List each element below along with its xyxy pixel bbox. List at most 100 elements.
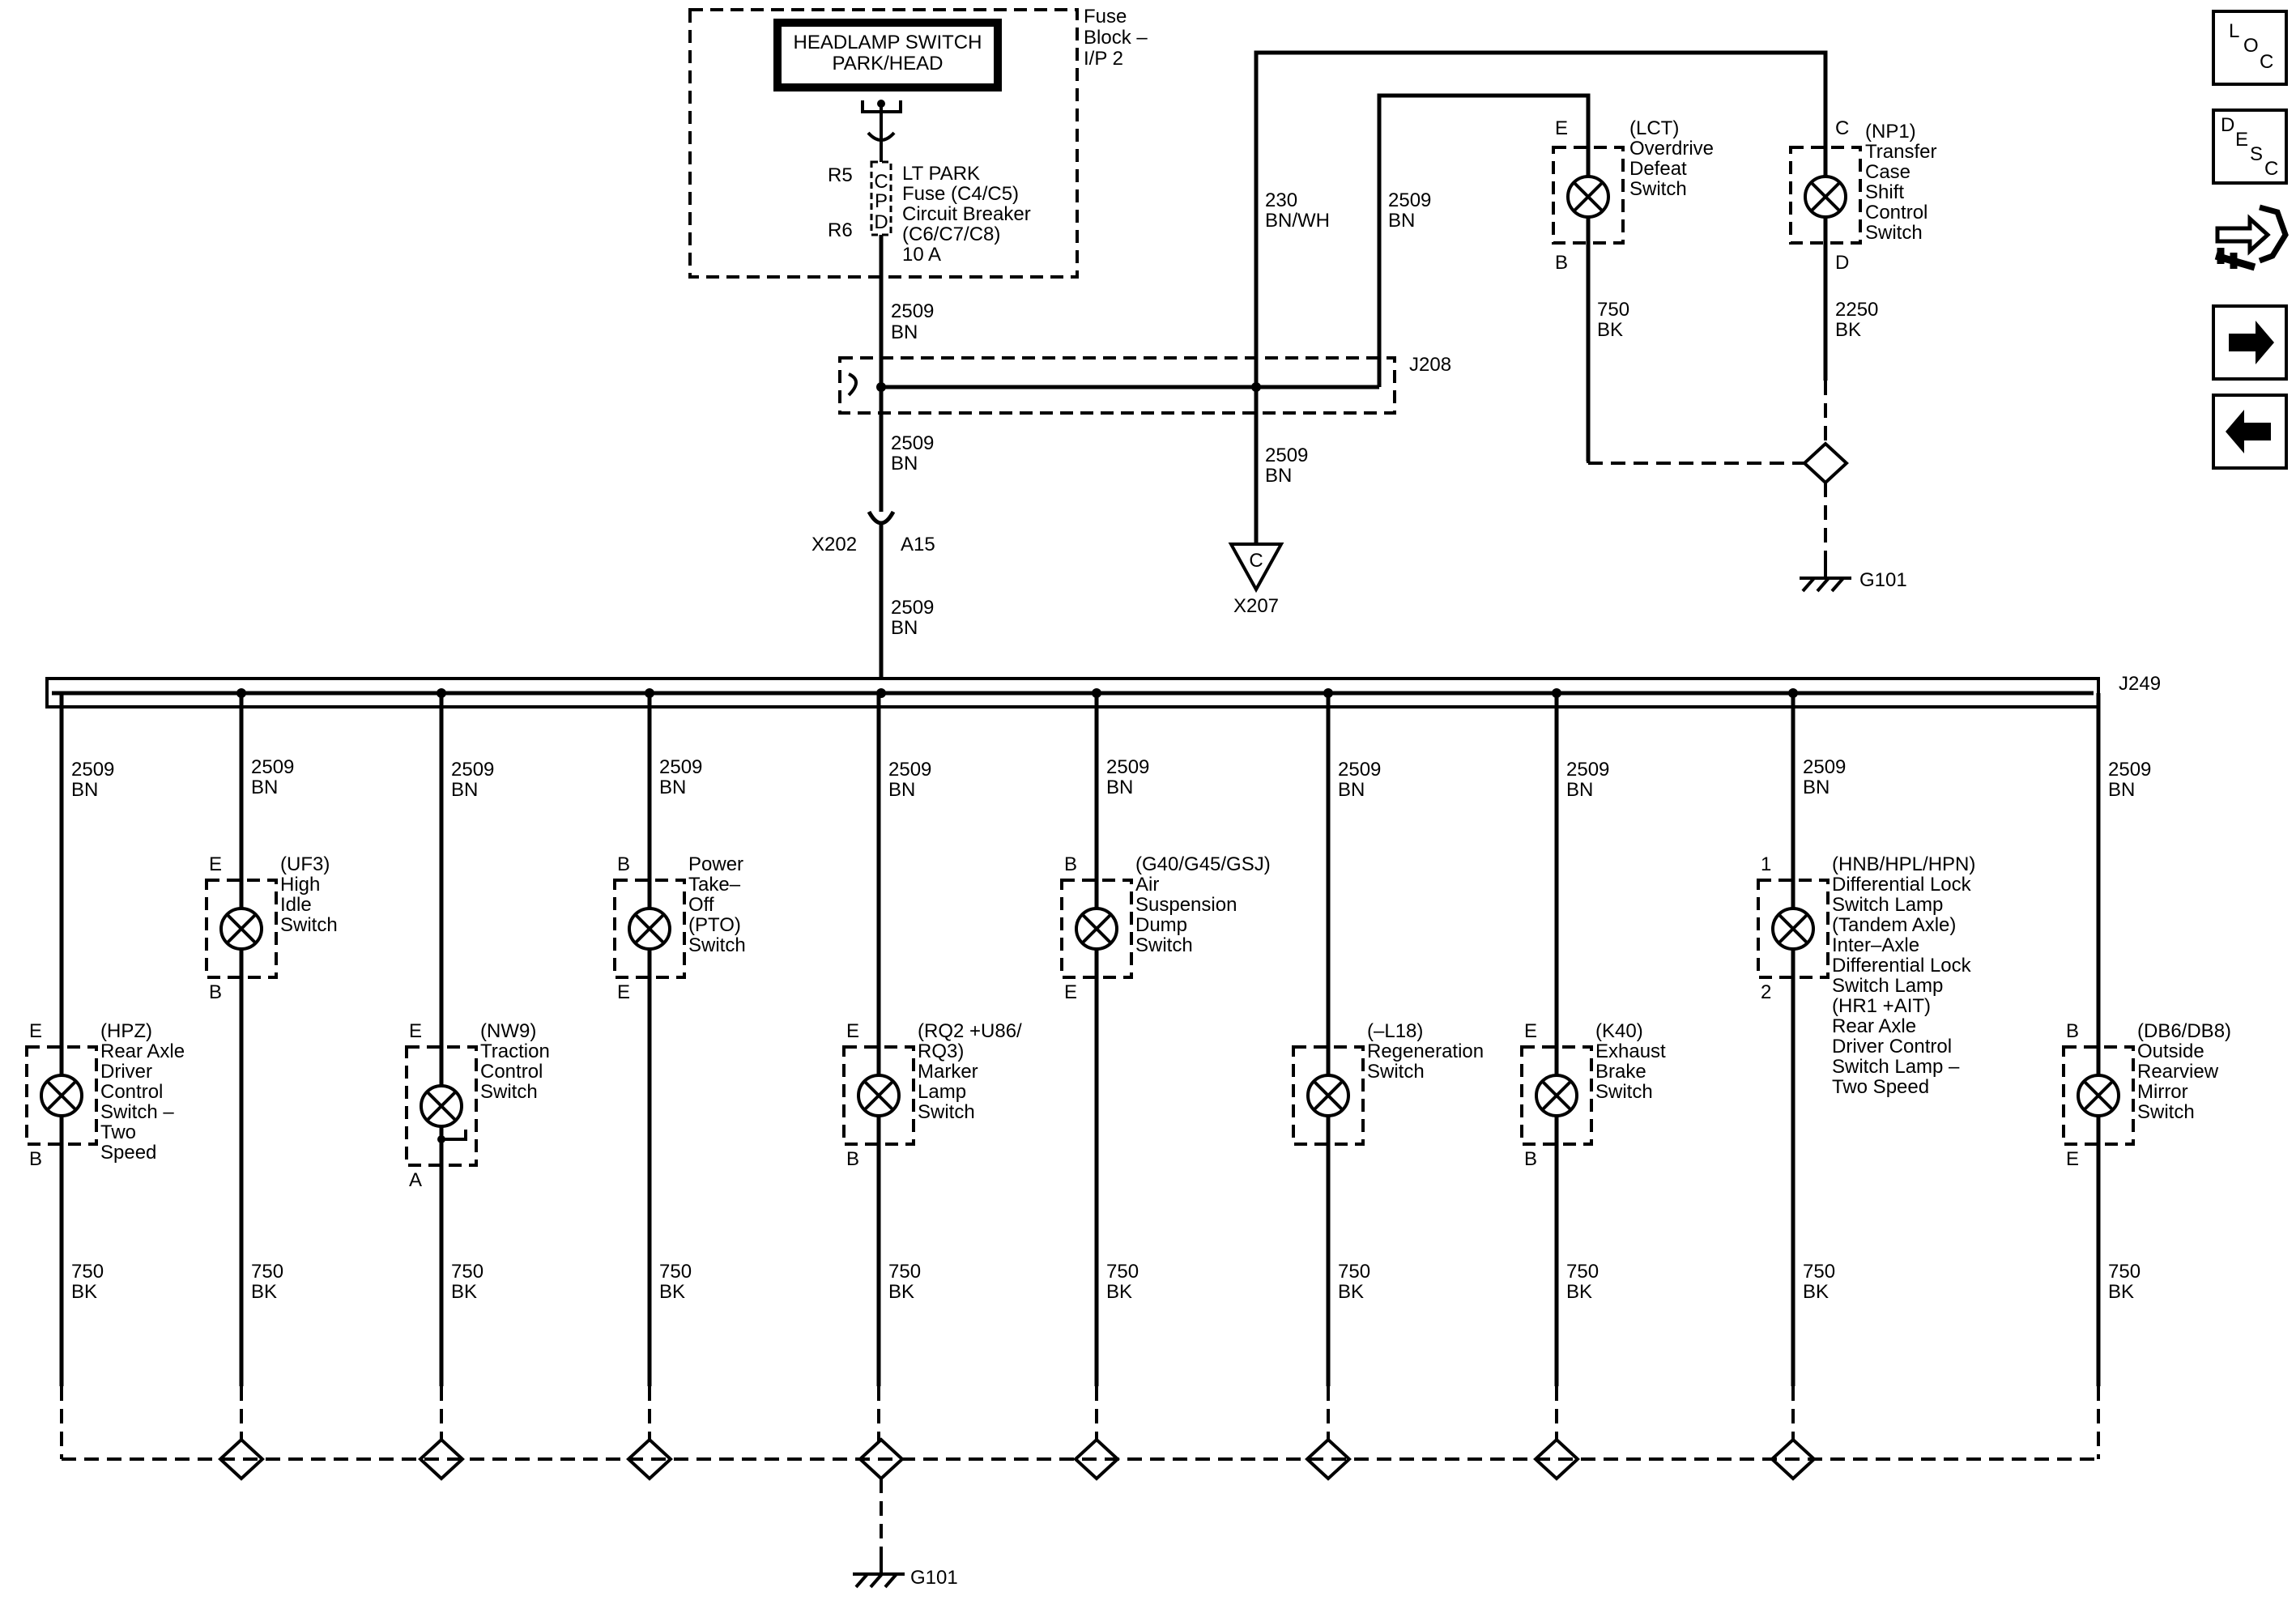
lct-wire-label: 750	[1597, 299, 1629, 321]
wire-2509-label-3b: BN	[891, 617, 918, 639]
db6-label-4: Mirror	[2137, 1081, 2188, 1103]
nw9-wire-top-2: BN	[451, 779, 478, 801]
pto-label-2: Take–	[688, 874, 741, 896]
nw9-wire-bottom-1: 750	[451, 1261, 483, 1283]
fuse-desc-1: LT PARK	[902, 163, 980, 185]
hpz-label-3: Driver	[100, 1061, 152, 1083]
wire-2509-label-1: 2509	[891, 300, 934, 322]
pto-wire-bottom-1: 750	[659, 1261, 692, 1283]
l18-wire-top-2: BN	[1338, 779, 1365, 801]
hpz-pin-top: E	[29, 1020, 42, 1042]
arrow-left-icon[interactable]	[2212, 394, 2288, 470]
g40-wire-bottom-2: BK	[1106, 1281, 1132, 1303]
ground-junction-1	[218, 1437, 265, 1481]
np1-label-3: Case	[1865, 161, 1910, 183]
g40-pin-bottom: E	[1064, 981, 1077, 1003]
headlamp-switch-label-2: PARK/HEAD	[833, 53, 944, 74]
hpz-wire-top-1: 2509	[71, 759, 114, 781]
db6-label-5: Switch	[2137, 1101, 2195, 1123]
ground-junction-2	[418, 1437, 465, 1481]
l18-wire-bottom-2: BK	[1338, 1281, 1364, 1303]
arrow-right-icon[interactable]	[2212, 304, 2288, 381]
lct-pin-top: E	[1555, 117, 1568, 139]
wire-2509-label-2b: BN	[891, 453, 918, 474]
rq2-label-1: (RQ2 +U86/	[918, 1020, 1022, 1042]
splice-j249: J249	[45, 673, 2161, 709]
fuse-pin-r6: R6	[828, 219, 853, 241]
wire-2509-x207-label-b: BN	[1265, 465, 1292, 487]
hnb-pin-top: 1	[1761, 853, 1771, 875]
hnb-label-6: Differential Lock	[1832, 955, 1972, 977]
uf3-wire-bottom-2: BK	[251, 1281, 277, 1303]
l18-wire-bottom-1: 750	[1338, 1261, 1370, 1283]
rq2-wire-bottom-2: BK	[888, 1281, 914, 1303]
fuse-pin-d: D	[874, 211, 888, 233]
hnb-wire-top-2: BN	[1803, 777, 1830, 798]
ground-junction-6	[1305, 1437, 1352, 1481]
g40-label-5: Switch	[1135, 934, 1193, 956]
rq2-pin-bottom: B	[846, 1148, 859, 1170]
db6-wire-top-2: BN	[2108, 779, 2135, 801]
hpz-label-2: Rear Axle	[100, 1040, 185, 1062]
pto-wire-top-1: 2509	[659, 756, 702, 778]
db6-pin-bottom: E	[2066, 1148, 2079, 1170]
db6-label-3: Rearview	[2137, 1061, 2219, 1083]
wire-2509-label-2: 2509	[891, 432, 934, 454]
headlamp-switch-label-1: HEADLAMP SWITCH	[794, 32, 982, 53]
fuse-block-label-2: Block –	[1084, 27, 1148, 49]
nav-loc-button[interactable]: L O C	[2212, 10, 2288, 86]
nav-loc-c: C	[2260, 51, 2273, 73]
connector-x202-label: X202	[811, 534, 857, 555]
g40-wire-bottom-1: 750	[1106, 1261, 1139, 1283]
splice-j208-label: J208	[1409, 354, 1451, 376]
uf3-pin-top: E	[209, 853, 222, 875]
connector-x207-pin: C	[1249, 550, 1263, 572]
np1-label-5: Control	[1865, 202, 1928, 223]
uf3-pin-bottom: B	[209, 981, 222, 1003]
k40-label-4: Switch	[1595, 1081, 1653, 1103]
k40-label-1: (K40)	[1595, 1020, 1643, 1042]
lct-label-3: Defeat	[1629, 158, 1687, 180]
hpz-label-5: Switch –	[100, 1101, 174, 1123]
g40-wire-top-1: 2509	[1106, 756, 1149, 778]
k40-pin-top: E	[1524, 1020, 1537, 1042]
splice-j249-label: J249	[2119, 673, 2161, 695]
hnb-label-12: Two Speed	[1832, 1076, 1929, 1098]
db6-label-1: (DB6/DB8)	[2137, 1020, 2231, 1042]
nav-loc-o: O	[2243, 35, 2259, 57]
nw9-label-2: Traction	[480, 1040, 550, 1062]
g40-label-4: Dump	[1135, 914, 1187, 936]
lct-label-2: Overdrive	[1629, 138, 1714, 160]
rq2-label-2: RQ3)	[918, 1040, 964, 1062]
k40-wire-top-1: 2509	[1566, 759, 1609, 781]
np1-label-1: (NP1)	[1865, 121, 1916, 143]
hnb-label-1: (HNB/HPL/HPN)	[1832, 853, 1975, 875]
connector-repair-icon[interactable]	[2214, 204, 2289, 271]
rq2-wire-bottom-1: 750	[888, 1261, 921, 1283]
nw9-label-4: Switch	[480, 1081, 538, 1103]
top-switch-lct: E B (LCT) Overdrive Defeat Switch 750 BK	[1552, 117, 1804, 465]
wire-2509-label-3: 2509	[891, 597, 934, 619]
k40-wire-top-2: BN	[1566, 779, 1593, 801]
pto-wire-bottom-2: BK	[659, 1281, 685, 1303]
bus-switch-g40: 2509BNBE(G40/G45/GSJ)AirSuspensionDumpSw…	[1060, 688, 1271, 1459]
uf3-label-2: High	[280, 874, 320, 896]
nav-desc-s: S	[2250, 143, 2263, 165]
uf3-wire-top-1: 2509	[251, 756, 294, 778]
pto-label-3: Off	[688, 894, 714, 916]
nav-desc-c: C	[2264, 158, 2278, 180]
rq2-label-4: Lamp	[918, 1081, 966, 1103]
l18-label-3: Switch	[1367, 1061, 1425, 1083]
k40-pin-bottom: B	[1524, 1148, 1537, 1170]
nav-desc-button[interactable]: D E S C	[2212, 109, 2288, 185]
uf3-label-1: (UF3)	[280, 853, 330, 875]
db6-wire-bottom-1: 750	[2108, 1261, 2141, 1283]
uf3-label-3: Idle	[280, 894, 312, 916]
lct-label-4: Switch	[1629, 178, 1687, 200]
g40-label-1: (G40/G45/GSJ)	[1135, 853, 1271, 875]
